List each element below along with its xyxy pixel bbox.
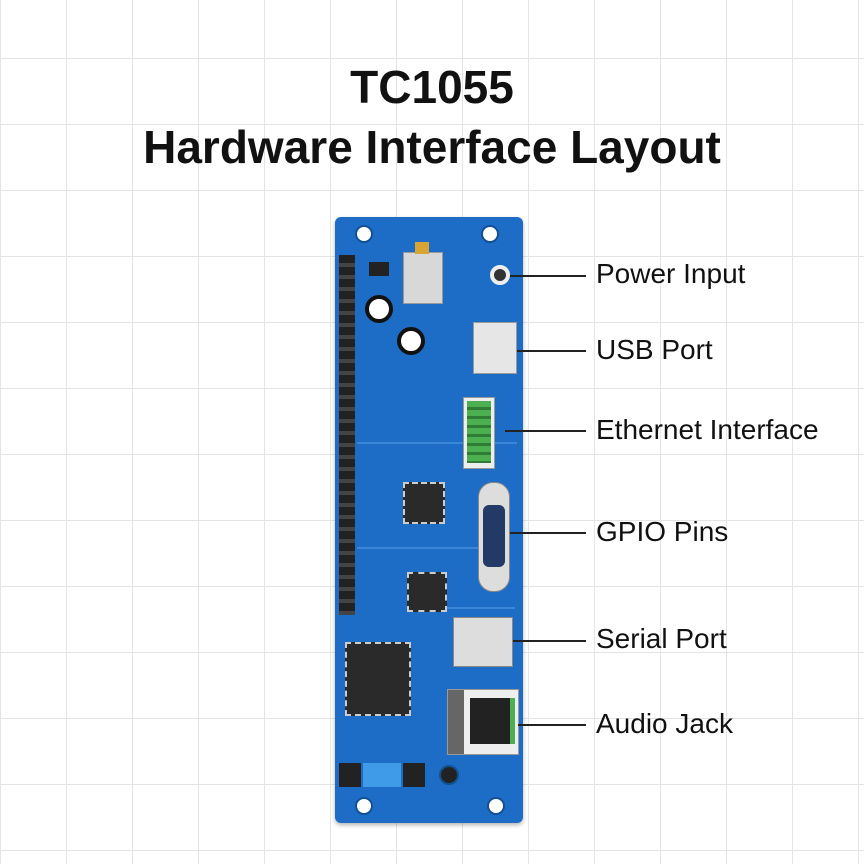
- diagram-title: TC1055: [350, 61, 514, 113]
- capacitor: [365, 295, 393, 323]
- label-gpio-pins: GPIO Pins: [596, 516, 729, 547]
- blue-connector: [363, 763, 401, 787]
- mount-hole: [355, 797, 373, 815]
- small-ic: [369, 262, 389, 276]
- crystal-component: [403, 252, 443, 304]
- audio-jack-rj45: [447, 689, 519, 755]
- label-usb-port: USB Port: [596, 334, 713, 365]
- processor-chip: [345, 642, 411, 716]
- mount-hole: [487, 797, 505, 815]
- gold-pad: [415, 242, 429, 254]
- label-serial-port: Serial Port: [596, 623, 727, 654]
- capacitor: [397, 327, 425, 355]
- connector: [339, 763, 361, 787]
- mount-hole: [355, 225, 373, 243]
- power-input-jack: [490, 265, 510, 285]
- mount-hole: [481, 225, 499, 243]
- button: [439, 765, 459, 785]
- connector: [403, 763, 425, 787]
- label-power-input: Power Input: [596, 258, 746, 289]
- usb-port: [473, 322, 517, 374]
- ethernet-terminal-block: [463, 397, 495, 469]
- main-chip: [403, 482, 445, 524]
- label-ethernet-interface: Ethernet Interface: [596, 414, 819, 445]
- label-audio-jack: Audio Jack: [596, 708, 733, 739]
- secondary-chip: [407, 572, 447, 612]
- diagram-subtitle: Hardware Interface Layout: [143, 121, 721, 173]
- circuit-board: [335, 217, 523, 823]
- pin-header: [339, 255, 355, 615]
- gpio-db-connector: [478, 482, 510, 592]
- serial-port: [453, 617, 513, 667]
